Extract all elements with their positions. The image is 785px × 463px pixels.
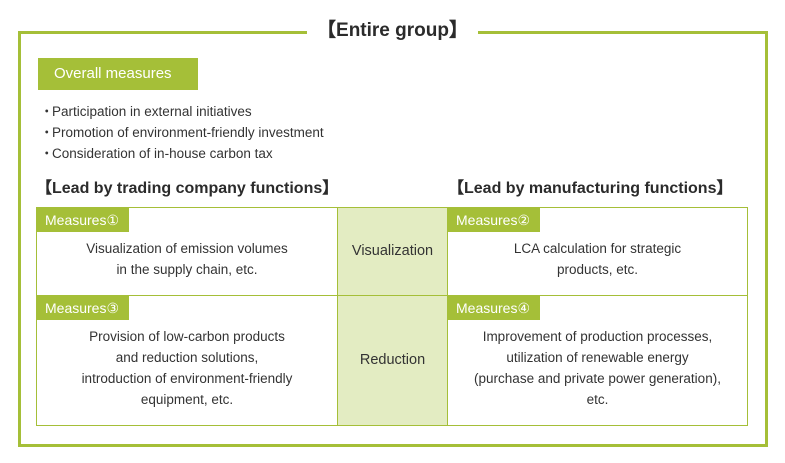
overall-measures-bullet-list: ・Participation in external initiatives ・…	[40, 101, 500, 164]
axis-label-text: Reduction	[359, 352, 426, 368]
list-item: ・Consideration of in-house carbon tax	[40, 143, 500, 164]
list-item-label: Participation in external initiatives	[52, 104, 252, 119]
cell-text: LCA calculation for strategic products, …	[513, 240, 682, 277]
section-header-trading-company: 【Lead by trading company functions】	[36, 180, 339, 197]
section-header-manufacturing: 【Lead by manufacturing functions】	[448, 180, 733, 197]
list-item-label: Consideration of in-house carbon tax	[52, 146, 273, 161]
axis-label-visualization: Visualization	[338, 207, 447, 296]
overall-measures-chip: Overall measures	[38, 58, 198, 90]
cell-measures-1: Measures① Visualization of emission volu…	[36, 207, 338, 296]
list-item-label: Promotion of environment-friendly invest…	[52, 125, 324, 140]
table-row: Measures③ Provision of low-carbon produc…	[36, 296, 748, 426]
cell-measures-3: Measures③ Provision of low-carbon produc…	[36, 296, 338, 426]
entire-group-title: 【Entire group】	[307, 16, 478, 46]
axis-label-text: Visualization	[351, 243, 434, 259]
bullet-marker-icon: ・	[40, 125, 54, 140]
list-item: ・Participation in external initiatives	[40, 101, 500, 122]
measure-tag: Measures①	[37, 208, 130, 232]
cell-text: Improvement of production processes, uti…	[474, 328, 721, 407]
cell-measures-4: Measures④ Improvement of production proc…	[447, 296, 748, 426]
table-row: Measures① Visualization of emission volu…	[36, 207, 748, 296]
measures-matrix: Measures① Visualization of emission volu…	[36, 207, 748, 426]
axis-label-reduction: Reduction	[338, 296, 447, 426]
cell-text: Visualization of emission volumes in the…	[86, 240, 288, 277]
bullet-marker-icon: ・	[40, 146, 54, 161]
measure-tag: Measures③	[37, 296, 130, 320]
cell-text: Provision of low-carbon products and red…	[81, 328, 293, 407]
list-item: ・Promotion of environment-friendly inves…	[40, 122, 500, 143]
bullet-marker-icon: ・	[40, 104, 54, 119]
cell-measures-2: Measures② LCA calculation for strategic …	[447, 207, 748, 296]
measure-tag: Measures④	[448, 296, 541, 320]
measure-tag: Measures②	[448, 208, 541, 232]
